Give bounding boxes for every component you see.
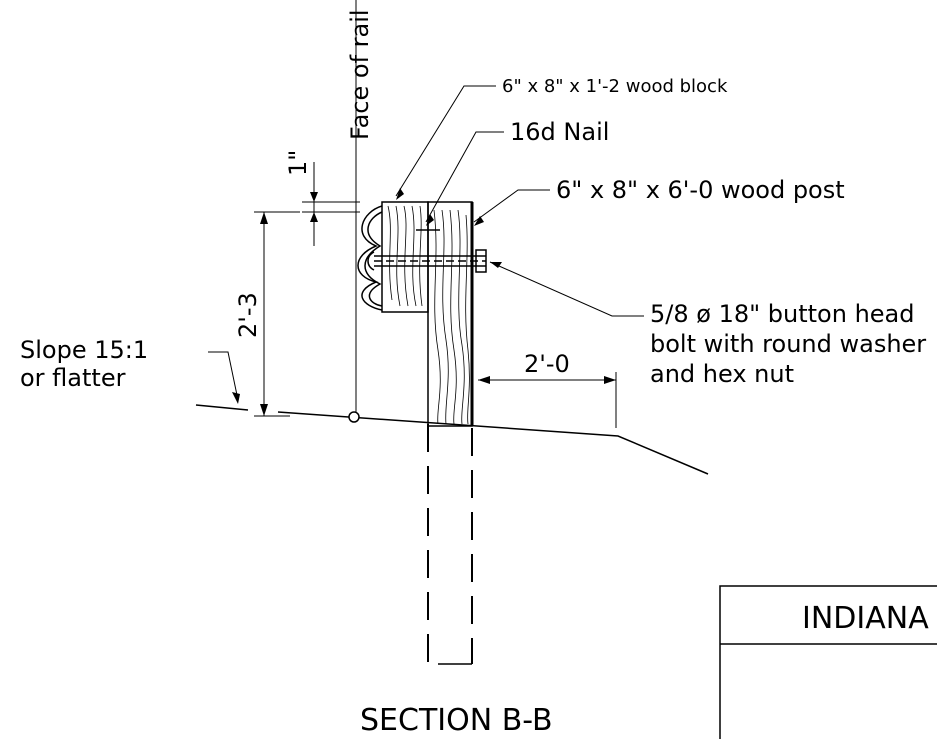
- slope-leader: [208, 351, 239, 401]
- wood-block: [381, 201, 429, 313]
- ground-point: [348, 411, 360, 423]
- w-beam-rail-inner: [364, 211, 383, 307]
- slope-label-line1: Slope 15:1: [20, 336, 148, 364]
- dim-one-inch-label: 1": [284, 150, 312, 176]
- title-block-text: INDIANA: [802, 601, 929, 636]
- bolt: [367, 249, 487, 273]
- wood-post-label: 6" x 8" x 6'-0 wood post: [556, 176, 845, 204]
- bolt-label-line1: 5/8 ø 18" button head: [650, 300, 914, 328]
- bolt-leader: [489, 261, 644, 317]
- dim-height-label: 2'-3: [234, 292, 262, 338]
- dim-offset-label: 2'-0: [524, 350, 570, 378]
- nail-leader: [425, 131, 504, 223]
- nail-label: 16d Nail: [510, 118, 609, 146]
- dim-height: [254, 211, 300, 417]
- wood-block-leader: [395, 85, 496, 197]
- bolt-label-line3: and hex nut: [650, 360, 794, 388]
- slope-label-line2: or flatter: [20, 364, 126, 392]
- bolt-label-line2: bolt with round washer: [650, 330, 926, 358]
- ground-line-left: [195, 404, 249, 411]
- title-block: [719, 585, 937, 739]
- wood-post-leader: [473, 189, 550, 223]
- dim-one-inch: [302, 162, 360, 246]
- section-title: SECTION B-B: [360, 703, 553, 738]
- face-of-rail-label: Face of rail: [346, 9, 374, 140]
- w-beam-rail: [357, 205, 383, 311]
- ground-line: [277, 411, 709, 475]
- dim-offset: [478, 372, 617, 428]
- wood-block-label: 6" x 8" x 1'-2 wood block: [502, 76, 728, 97]
- wood-post: [427, 201, 474, 427]
